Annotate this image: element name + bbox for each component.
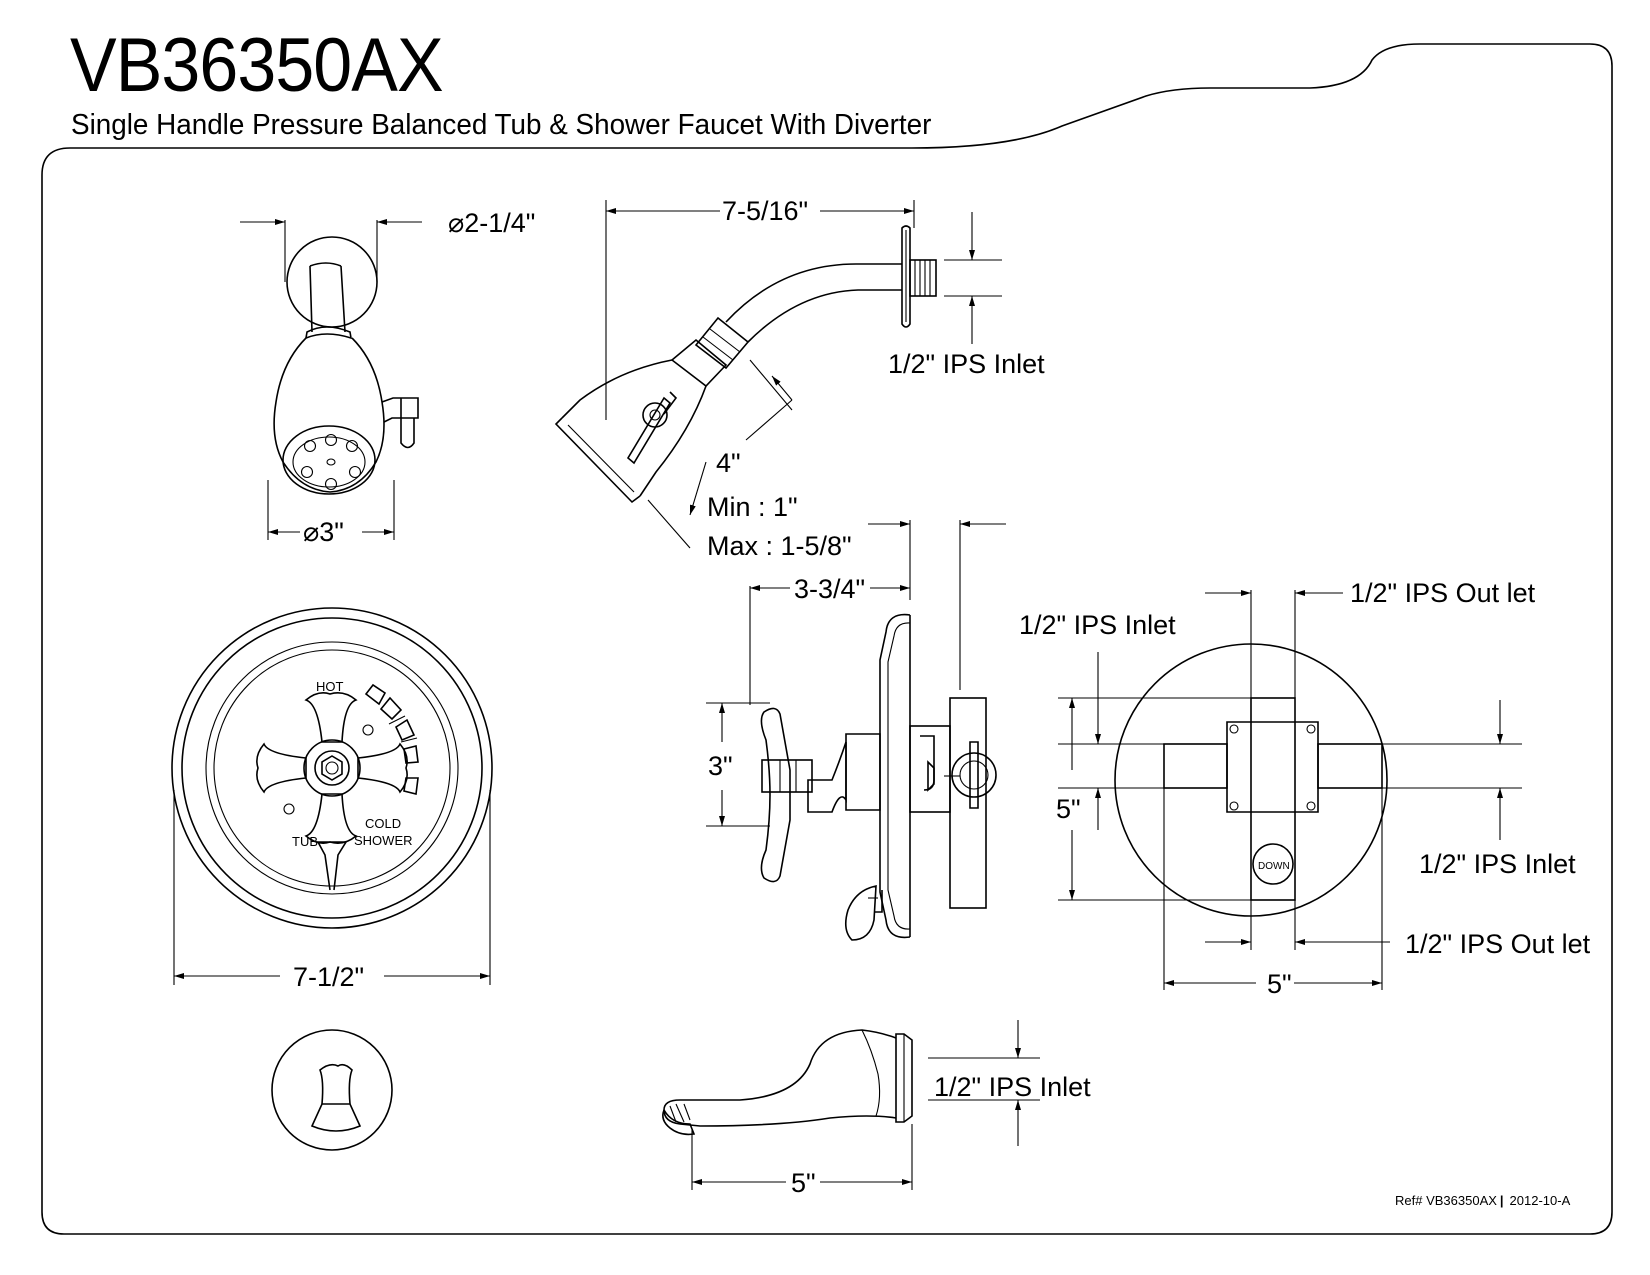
product-description: Single Handle Pressure Balanced Tub & Sh… <box>71 109 932 141</box>
drawing-frame <box>41 43 1613 1235</box>
tub-spout-front-view <box>271 1029 393 1151</box>
showerhead-flange-dim: ⌀2-1/4" <box>448 208 535 238</box>
trim-diameter-dim: 7-1/2" <box>293 962 364 992</box>
valve-side-view: Min : 1" Max : 1-5/8" 3-3/4" 3" <box>706 492 1006 941</box>
footer-ref: Ref# VB36350AX|2012-10-A <box>1395 1193 1571 1208</box>
model-title: VB36350AX <box>70 23 444 108</box>
trim-plate-front-view: 7-1/2" HOT COLD TUB SHOWER <box>171 607 493 992</box>
valve-height-dim: 5" <box>1056 794 1081 824</box>
shower-label: SHOWER <box>354 833 413 848</box>
valve-width-dim: 5" <box>1267 969 1292 999</box>
head-depth-dim: 4" <box>716 448 741 478</box>
showerhead-face-dim: ⌀3" <box>303 517 344 547</box>
handle-height-dim: 3" <box>708 751 733 781</box>
hot-label: HOT <box>316 679 344 694</box>
valve-left-inlet-label: 1/2" IPS Inlet <box>1019 610 1176 640</box>
tub-label: TUB <box>292 834 318 849</box>
spout-inlet-label: 1/2" IPS Inlet <box>934 1072 1091 1102</box>
valve-front-view: 1/2" IPS Out let 1/2" IPS Inlet 5" 1/2" … <box>1019 578 1591 999</box>
arm-inlet-label: 1/2" IPS Inlet <box>888 349 1045 379</box>
valve-top-outlet-label: 1/2" IPS Out let <box>1350 578 1536 608</box>
valve-right-inlet-label: 1/2" IPS Inlet <box>1419 849 1576 879</box>
valve-projection-dim: 3-3/4" <box>794 574 865 604</box>
wall-max-dim: Max : 1-5/8" <box>707 531 852 561</box>
spout-length-dim: 5" <box>791 1168 816 1198</box>
valve-bottom-outlet-label: 1/2" IPS Out let <box>1405 929 1591 959</box>
showerhead-front-view: ⌀2-1/4" ⌀3" <box>240 208 535 547</box>
cold-label: COLD <box>365 816 401 831</box>
showerhead-side-view: 7-5/16" 1/2" IPS Inlet 4" <box>554 196 1045 549</box>
tub-spout-side-view: 1/2" IPS Inlet 5" <box>662 1020 1091 1198</box>
shower-arm-length-dim: 7-5/16" <box>722 196 808 226</box>
down-label: DOWN <box>1258 861 1290 872</box>
wall-min-dim: Min : 1" <box>707 492 798 522</box>
